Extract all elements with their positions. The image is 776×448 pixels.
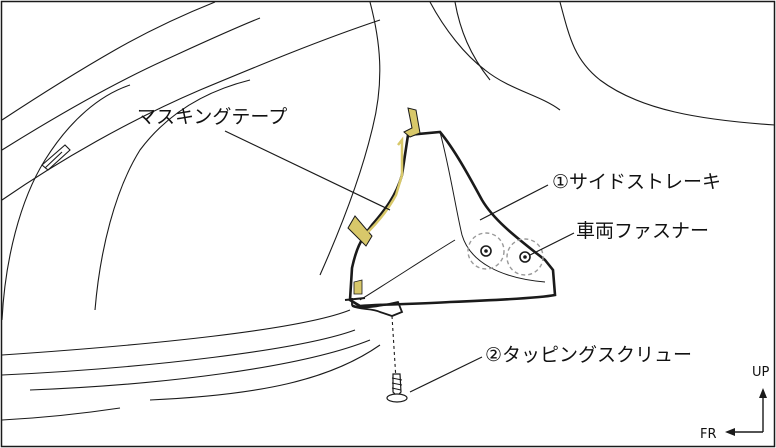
- label-front: FR: [700, 427, 717, 442]
- body-line-upper-3: [1, 19, 381, 201]
- label-tapping-screw: ②タッピングスクリュー: [485, 344, 693, 366]
- up-arrow-head: [759, 388, 767, 398]
- sill-line-4: [149, 344, 381, 401]
- rear-quarter-line: [559, 1, 776, 126]
- side-marker: [41, 144, 71, 171]
- fastener-2-center: [523, 255, 527, 259]
- wheel-arch-front: [319, 1, 381, 276]
- sill-line-1: [1, 309, 351, 356]
- label-masking-tape: マスキングテープ: [137, 106, 288, 128]
- door-front-edge: [1, 84, 131, 321]
- leader-vehicle-fastener: [529, 232, 575, 256]
- leader-lines: [224, 130, 575, 393]
- body-line-upper-2: [1, 17, 261, 151]
- label-up: UP: [752, 365, 770, 380]
- screw-path-dashed: [391, 315, 397, 381]
- side-trim-contour-2: [359, 239, 456, 301]
- side-marker-inner: [44, 151, 63, 169]
- door-rear-edge: [94, 79, 251, 311]
- direction-indicator: [725, 388, 767, 436]
- screw-head: [386, 393, 408, 403]
- sill-line-3: [29, 339, 371, 391]
- side-trim-contour-1: [439, 131, 546, 283]
- screw-threads: [391, 377, 403, 391]
- side-trim-part: [344, 130, 557, 317]
- label-side-trim: ①サイドストレーキ: [552, 171, 722, 193]
- leader-tapping-screw: [409, 356, 483, 393]
- side-trim-lip: [344, 297, 366, 301]
- sill-line-2: [1, 329, 356, 376]
- leader-side-trim: [479, 184, 549, 221]
- vehicle-fasteners: [467, 232, 544, 276]
- tapping-screw: [386, 315, 408, 403]
- sill-line-5: [1, 407, 121, 421]
- masking-tape-left: [347, 215, 373, 247]
- front-arrow-head: [725, 428, 735, 436]
- fastener-circle-2: [506, 238, 544, 276]
- fender-line-1: [429, 1, 561, 111]
- fender-line-2: [454, 1, 491, 81]
- masking-tape-edge: [367, 136, 404, 233]
- fastener-circle-1: [467, 232, 505, 270]
- side-trim-body: [348, 130, 557, 308]
- masking-tape-strips: [347, 107, 421, 295]
- leader-masking-tape: [224, 130, 391, 211]
- body-line-upper-1: [1, 1, 216, 121]
- masking-tape-bottom: [353, 279, 363, 295]
- vehicle-body-outline: [1, 1, 776, 421]
- masking-tape-top: [403, 107, 421, 138]
- label-vehicle-fastener: 車両ファスナー: [576, 220, 710, 242]
- fastener-1-center: [484, 249, 488, 253]
- side-trim-flange: [351, 298, 404, 317]
